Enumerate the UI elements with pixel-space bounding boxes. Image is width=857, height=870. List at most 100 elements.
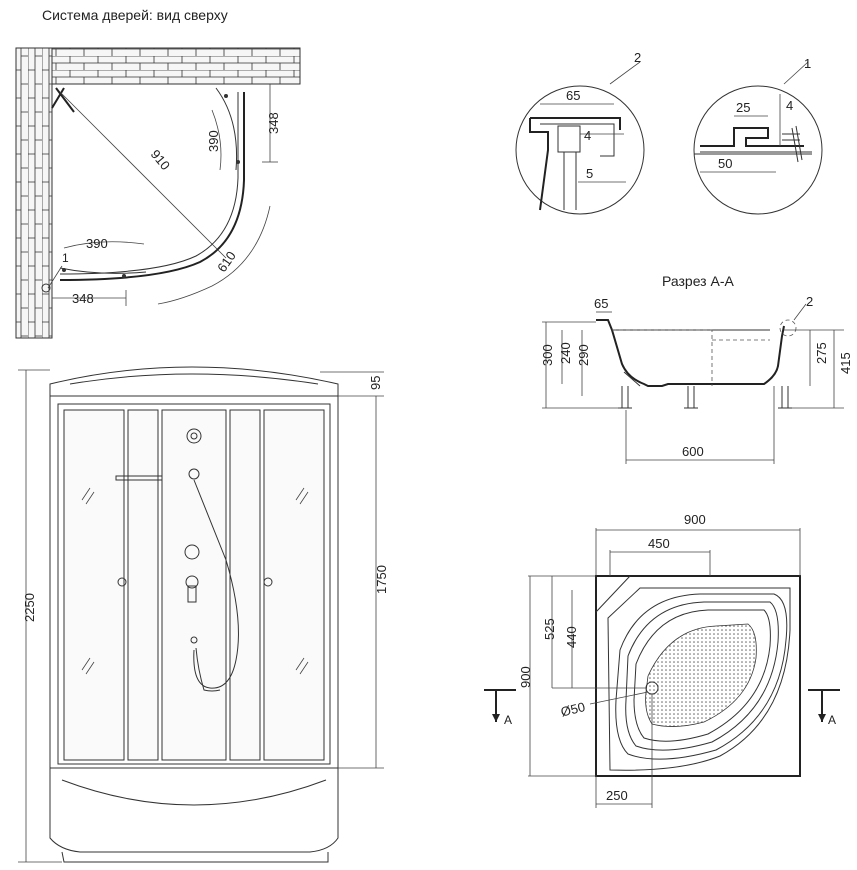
tray-base — [61, 851, 329, 863]
tray-corner — [595, 575, 631, 613]
shower-hose — [193, 479, 239, 689]
tray-outline — [595, 575, 801, 777]
callout-leader — [47, 265, 63, 289]
tray-half-width-label: 450 — [648, 536, 670, 551]
door-handle-icon[interactable] — [263, 577, 273, 587]
tray-plan: A A 900 450 900 525 440 Ø50 250 — [484, 512, 840, 808]
section-base-label: 600 — [682, 444, 704, 459]
tray-width-label: 900 — [684, 512, 706, 527]
right-door — [263, 409, 325, 761]
tray-depth-inner-label: 440 — [564, 626, 579, 648]
right-fixed-panel — [229, 409, 261, 761]
wall-top — [15, 47, 301, 85]
callout-circle — [41, 283, 51, 293]
roller-icon — [122, 274, 126, 278]
detail2-step-label: 5 — [586, 166, 593, 181]
callout-leader — [783, 61, 809, 85]
left-door — [63, 409, 125, 761]
profile-base — [694, 151, 812, 155]
section-mark-left-label: A — [504, 713, 512, 727]
control-icon[interactable] — [184, 544, 200, 560]
lower-panel-label: 390 — [86, 236, 108, 251]
leg — [618, 386, 632, 409]
back-panel — [161, 409, 227, 761]
upper-panel — [215, 87, 238, 171]
section-view: Разрез A-A 2 65 300 240 290 275 415 600 — [540, 273, 853, 464]
roller-icon — [62, 268, 66, 272]
side-frame-top — [51, 87, 75, 113]
callout-2-detail: 2 — [634, 50, 641, 65]
door-handle-icon[interactable] — [117, 577, 127, 587]
glass-reflection-marks — [81, 487, 309, 675]
tray-rim — [607, 587, 791, 771]
front-view: 2250 1750 95 — [18, 366, 389, 863]
wall-left — [15, 47, 53, 339]
leg-brace — [623, 371, 641, 387]
hand-shower — [195, 647, 221, 692]
diagonal-label: 910 — [148, 147, 173, 173]
cabin-frame — [49, 395, 339, 769]
drain-label: Ø50 — [559, 699, 586, 720]
cabin-height-label: 1750 — [374, 565, 389, 594]
left-fixed-panel — [127, 409, 159, 761]
leg — [684, 386, 698, 409]
hidden-edge — [612, 329, 770, 386]
tray-depth-outer-label: 525 — [542, 618, 557, 640]
detail-circle — [515, 85, 645, 215]
cabin-inner-frame — [57, 403, 331, 765]
hand-shower-holder-icon — [190, 636, 198, 644]
upper-panel-label: 390 — [206, 130, 221, 152]
roof — [49, 366, 339, 396]
section-h-left-mid: 290 — [576, 344, 591, 366]
callout-2-section: 2 — [806, 294, 813, 309]
section-rim-label: 65 — [594, 296, 608, 311]
detail1-gap-label: 4 — [786, 98, 793, 113]
upper-panel-dim — [211, 109, 222, 171]
corner-profile — [51, 83, 300, 338]
callout-1-top: 1 — [62, 251, 69, 265]
tray-section — [596, 319, 785, 387]
detail2-gap-label: 4 — [584, 128, 591, 143]
overhead-shower-icon — [186, 428, 202, 444]
detail1-width-bottom-label: 50 — [718, 156, 732, 171]
door-arc — [59, 92, 245, 281]
detail2-width-label: 65 — [566, 88, 580, 103]
tray-height-label: 900 — [518, 666, 533, 688]
diagonal-line — [59, 91, 227, 259]
upper-depth-label: 348 — [266, 112, 281, 134]
callout-leader — [793, 303, 807, 321]
roof-height-label: 95 — [368, 376, 383, 390]
tray — [49, 768, 339, 853]
detail-1: 1 25 4 50 — [693, 56, 823, 215]
callout-1-detail: 1 — [804, 56, 811, 71]
glass-edge — [563, 152, 577, 210]
drain-offset-label: 250 — [606, 788, 628, 803]
detail-circle — [693, 85, 823, 215]
section-h-right-outer: 415 — [838, 352, 853, 374]
roller-icon — [236, 160, 240, 164]
detail-2: 2 65 4 5 — [515, 50, 645, 215]
break-line — [791, 125, 803, 163]
detail1-width-top-label: 25 — [736, 100, 750, 115]
shelf — [115, 475, 163, 481]
leg — [778, 386, 792, 409]
top-view: Система дверей: вид сверху 910 610 390 3… — [15, 7, 301, 339]
basin-mid — [625, 601, 779, 751]
section-h-left-inner: 240 — [558, 342, 573, 364]
arc-label: 610 — [214, 248, 239, 274]
section-title: Разрез A-A — [662, 273, 734, 289]
section-h-left-outer: 300 — [540, 344, 555, 366]
anti-slip-area — [645, 623, 757, 727]
profile-step — [700, 127, 804, 147]
frame-profile — [557, 125, 581, 153]
lower-panel-dim — [63, 241, 145, 249]
mixer-icon[interactable] — [185, 575, 199, 589]
top-view-title: Система дверей: вид сверху — [42, 7, 228, 23]
callout-leader — [609, 61, 641, 85]
rim-inner — [540, 123, 615, 157]
jet-icon — [188, 468, 200, 480]
basin-inner — [633, 609, 771, 742]
section-mark-right-label: A — [828, 713, 836, 727]
roof-inner — [69, 373, 319, 385]
